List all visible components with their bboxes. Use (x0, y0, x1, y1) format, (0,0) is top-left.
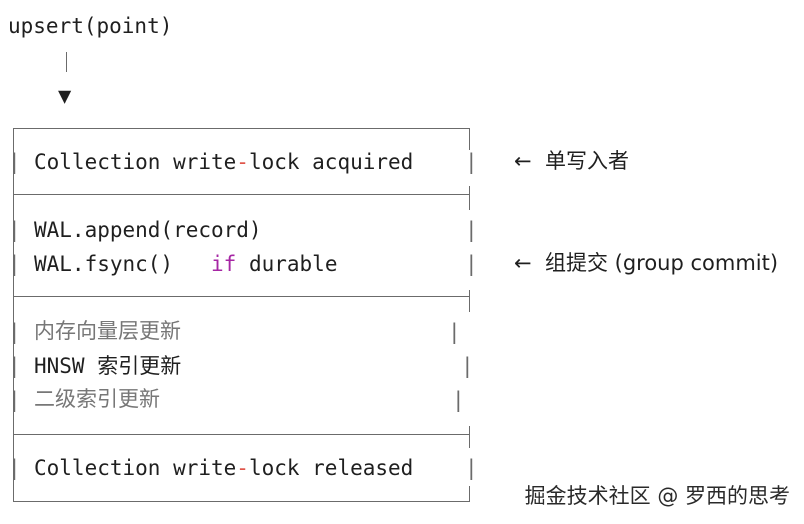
box-right-border-bottom (469, 486, 470, 502)
step-wal-fsync: WAL.fsync() if durable (34, 254, 337, 275)
separator-3 (13, 434, 470, 435)
row-bar: | (8, 456, 21, 480)
row-bar: | (8, 388, 21, 412)
box-bottom-border (13, 501, 470, 502)
box-right-border-2 (469, 186, 470, 210)
box-right-border-top (469, 128, 470, 150)
row-bar: | (8, 354, 21, 378)
row-bar: | (452, 388, 465, 412)
row-bar: | (461, 354, 474, 378)
box-right-border-4 (469, 426, 470, 448)
row-bar: | (465, 150, 478, 174)
watermark: 掘金技术社区 @ 罗西的思考 (524, 484, 790, 508)
step-update-secondary: 二级索引更新 (34, 387, 160, 411)
row-bar: | (465, 252, 478, 276)
row-bar: | (8, 218, 21, 242)
step-wal-append: WAL.append(record) (34, 218, 262, 242)
row-bar: | (448, 320, 461, 344)
step-update-hnsw: HNSW 索引更新 (34, 356, 181, 377)
separator-2 (13, 296, 470, 297)
box-left-border (13, 128, 14, 502)
hyphen-mark: - (236, 150, 249, 174)
row-bar: | (8, 252, 21, 276)
box-right-border-3 (469, 290, 470, 312)
call-label: upsert(point) (8, 14, 173, 38)
hyphen-mark: - (236, 456, 249, 480)
row-bar: | (8, 150, 21, 174)
row-bar: | (465, 456, 478, 480)
fsync-if-keyword: if (211, 252, 237, 276)
annotation-single-writer: ← 单写入者 (514, 149, 629, 173)
hnsw-label: HNSW 索引更新 (34, 354, 182, 378)
fsync-call: WAL.fsync() (34, 252, 174, 276)
step-update-vector: 内存向量层更新 (34, 319, 181, 343)
row-bar: | (8, 320, 21, 344)
step-lock-released: Collection write-lock released (34, 456, 414, 480)
step-lock-acquired: Collection write-lock acquired (34, 150, 414, 174)
row-bar: | (465, 218, 478, 242)
flow-connector (66, 52, 67, 72)
box-top-border (13, 128, 470, 129)
flow-arrow-icon: ▼ (58, 84, 72, 109)
annotation-group-commit: ← 组提交 (group commit) (514, 251, 779, 275)
fsync-condition: durable (248, 252, 338, 276)
separator-1 (13, 194, 470, 195)
